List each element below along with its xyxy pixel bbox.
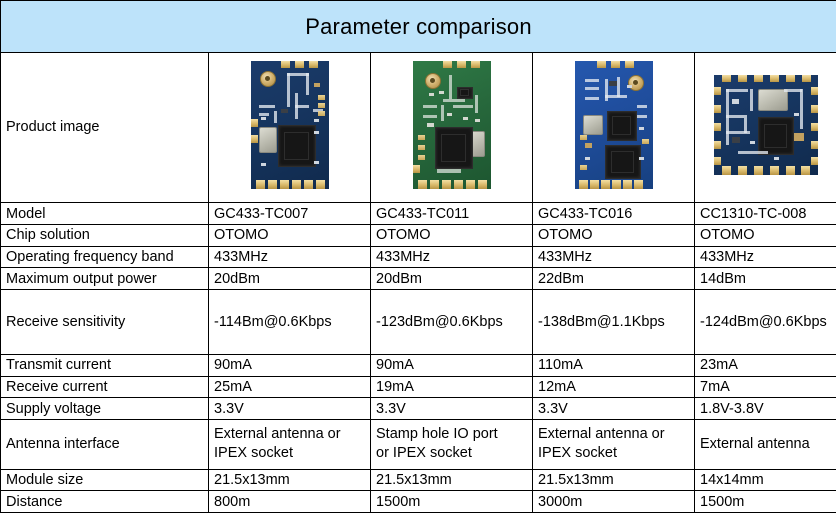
cell-rx-current-1: 25mA	[208, 375, 371, 399]
cell-chip-3: OTOMO	[532, 223, 695, 247]
row-label-supply-voltage: Supply voltage	[0, 397, 209, 421]
cell-power-2: 20dBm	[370, 267, 533, 290]
cell-model-2: GC433-TC011	[370, 202, 533, 225]
ipex-connector-icon	[259, 70, 276, 87]
product-image-cell-1	[208, 51, 371, 204]
rf-chip-icon	[434, 126, 473, 169]
table-row-max-output-power: Maximum output power 20dBm 20dBm 22dBm 1…	[0, 267, 836, 290]
row-label-receive-sensitivity: Receive sensitivity	[0, 288, 209, 356]
cell-size-2: 21.5x13mm	[370, 468, 533, 492]
row-label-receive-current: Receive current	[0, 375, 209, 399]
product-image-cell-4	[693, 51, 836, 204]
crystal-oscillator-icon	[582, 114, 603, 135]
row-label-model: Model	[0, 202, 209, 225]
cell-chip-1: OTOMO	[208, 223, 371, 247]
cell-distance-2: 1500m	[370, 490, 533, 513]
rf-chip-icon	[606, 110, 637, 141]
cell-size-4: 14x14mm	[693, 468, 836, 492]
cell-freq-3: 433MHz	[532, 245, 695, 269]
table-row-distance: Distance 800m 1500m 3000m 1500m	[0, 490, 836, 513]
cell-freq-2: 433MHz	[370, 245, 533, 269]
rf-chip-icon	[277, 124, 316, 167]
cell-sensitivity-1: -114Bm@0.6Kbps	[208, 288, 371, 356]
cell-freq-1: 433MHz	[208, 245, 371, 269]
pcb-module-gc433-tc007	[250, 60, 329, 189]
cell-antenna-3-line1: External antenna or	[538, 425, 665, 442]
product-image-cell-2	[370, 51, 533, 204]
table-row-receive-sensitivity: Receive sensitivity -114Bm@0.6Kbps -123d…	[0, 288, 836, 356]
row-label-chip-solution: Chip solution	[0, 223, 209, 247]
cell-antenna-3-line2: IPEX socket	[538, 445, 617, 462]
small-ic-icon	[456, 86, 473, 99]
table-row-antenna-interface: Antenna interface External antenna or IP…	[0, 419, 836, 470]
rf-mcu-chip-icon	[757, 116, 794, 155]
cell-chip-2: OTOMO	[370, 223, 533, 247]
cell-sensitivity-2: -123dBm@0.6Kbps	[370, 288, 533, 356]
cell-tx-current-4: 23mA	[693, 354, 836, 377]
cell-antenna-1-line2: IPEX socket	[214, 445, 293, 462]
table-row-supply-voltage: Supply voltage 3.3V 3.3V 3.3V 1.8V-3.8V	[0, 397, 836, 421]
cell-antenna-2-line1: Stamp hole IO port	[376, 425, 498, 442]
table-row-product-image: Product image	[0, 51, 836, 204]
cell-voltage-4: 1.8V-3.8V	[693, 397, 836, 421]
cell-model-3: GC433-TC016	[532, 202, 695, 225]
cell-size-3: 21.5x13mm	[532, 468, 695, 492]
ipex-connector-icon	[627, 74, 644, 91]
table-title-row: Parameter comparison	[0, 0, 836, 53]
pcb-module-gc433-tc011	[412, 60, 491, 189]
table-title-cell: Parameter comparison	[0, 0, 836, 53]
cell-power-4: 14dBm	[693, 267, 836, 290]
cell-model-4: CC1310-TC-008	[693, 202, 836, 225]
row-label-transmit-current: Transmit current	[0, 354, 209, 377]
table-row-model: Model GC433-TC007 GC433-TC011 GC433-TC01…	[0, 202, 836, 225]
row-label-module-size: Module size	[0, 468, 209, 492]
table-row-frequency-band: Operating frequency band 433MHz 433MHz 4…	[0, 245, 836, 269]
cell-freq-4: 433MHz	[693, 245, 836, 269]
table-row-chip-solution: Chip solution OTOMO OTOMO OTOMO OTOMO	[0, 223, 836, 247]
cell-tx-current-2: 90mA	[370, 354, 533, 377]
cell-model-1: GC433-TC007	[208, 202, 371, 225]
cell-tx-current-3: 110mA	[532, 354, 695, 377]
cell-antenna-2: Stamp hole IO port or IPEX socket	[370, 419, 533, 470]
cell-antenna-1-line1: External antenna or	[214, 425, 341, 442]
cell-rx-current-3: 12mA	[532, 375, 695, 399]
pcb-module-cc1310-tc-008	[713, 74, 818, 175]
crystal-oscillator-icon	[258, 126, 277, 153]
cell-distance-3: 3000m	[532, 490, 695, 513]
mcu-chip-icon	[604, 144, 641, 179]
pcb-module-gc433-tc016	[574, 60, 653, 189]
cell-distance-4: 1500m	[693, 490, 836, 513]
table-row-receive-current: Receive current 25mA 19mA 12mA 7mA	[0, 375, 836, 399]
cell-power-1: 20dBm	[208, 267, 371, 290]
table-row-module-size: Module size 21.5x13mm 21.5x13mm 21.5x13m…	[0, 468, 836, 492]
ipex-connector-icon	[424, 72, 441, 89]
row-label-frequency-band: Operating frequency band	[0, 245, 209, 269]
row-label-distance: Distance	[0, 490, 209, 513]
page-title: Parameter comparison	[305, 13, 532, 39]
cell-distance-1: 800m	[208, 490, 371, 513]
cell-antenna-1: External antenna or IPEX socket	[208, 419, 371, 470]
cell-tx-current-1: 90mA	[208, 354, 371, 377]
cell-antenna-2-line2: or IPEX socket	[376, 445, 472, 462]
cell-rx-current-4: 7mA	[693, 375, 836, 399]
product-image-cell-3	[532, 51, 695, 204]
cell-voltage-2: 3.3V	[370, 397, 533, 421]
table-row-transmit-current: Transmit current 90mA 90mA 110mA 23mA	[0, 354, 836, 377]
cell-sensitivity-3: -138dBm@1.1Kbps	[532, 288, 695, 356]
cell-voltage-3: 3.3V	[532, 397, 695, 421]
row-label-product-image: Product image	[0, 51, 209, 204]
cell-rx-current-2: 19mA	[370, 375, 533, 399]
row-label-max-output-power: Maximum output power	[0, 267, 209, 290]
cell-antenna-3: External antenna or IPEX socket	[532, 419, 695, 470]
cell-power-3: 22dBm	[532, 267, 695, 290]
cell-voltage-1: 3.3V	[208, 397, 371, 421]
crystal-oscillator-icon	[757, 88, 788, 111]
cell-chip-4: OTOMO	[693, 223, 836, 247]
cell-size-1: 21.5x13mm	[208, 468, 371, 492]
row-label-antenna-interface: Antenna interface	[0, 419, 209, 470]
cell-antenna-4: External antenna	[693, 419, 836, 470]
cell-sensitivity-4: -124dBm@0.6Kbps	[693, 288, 836, 356]
